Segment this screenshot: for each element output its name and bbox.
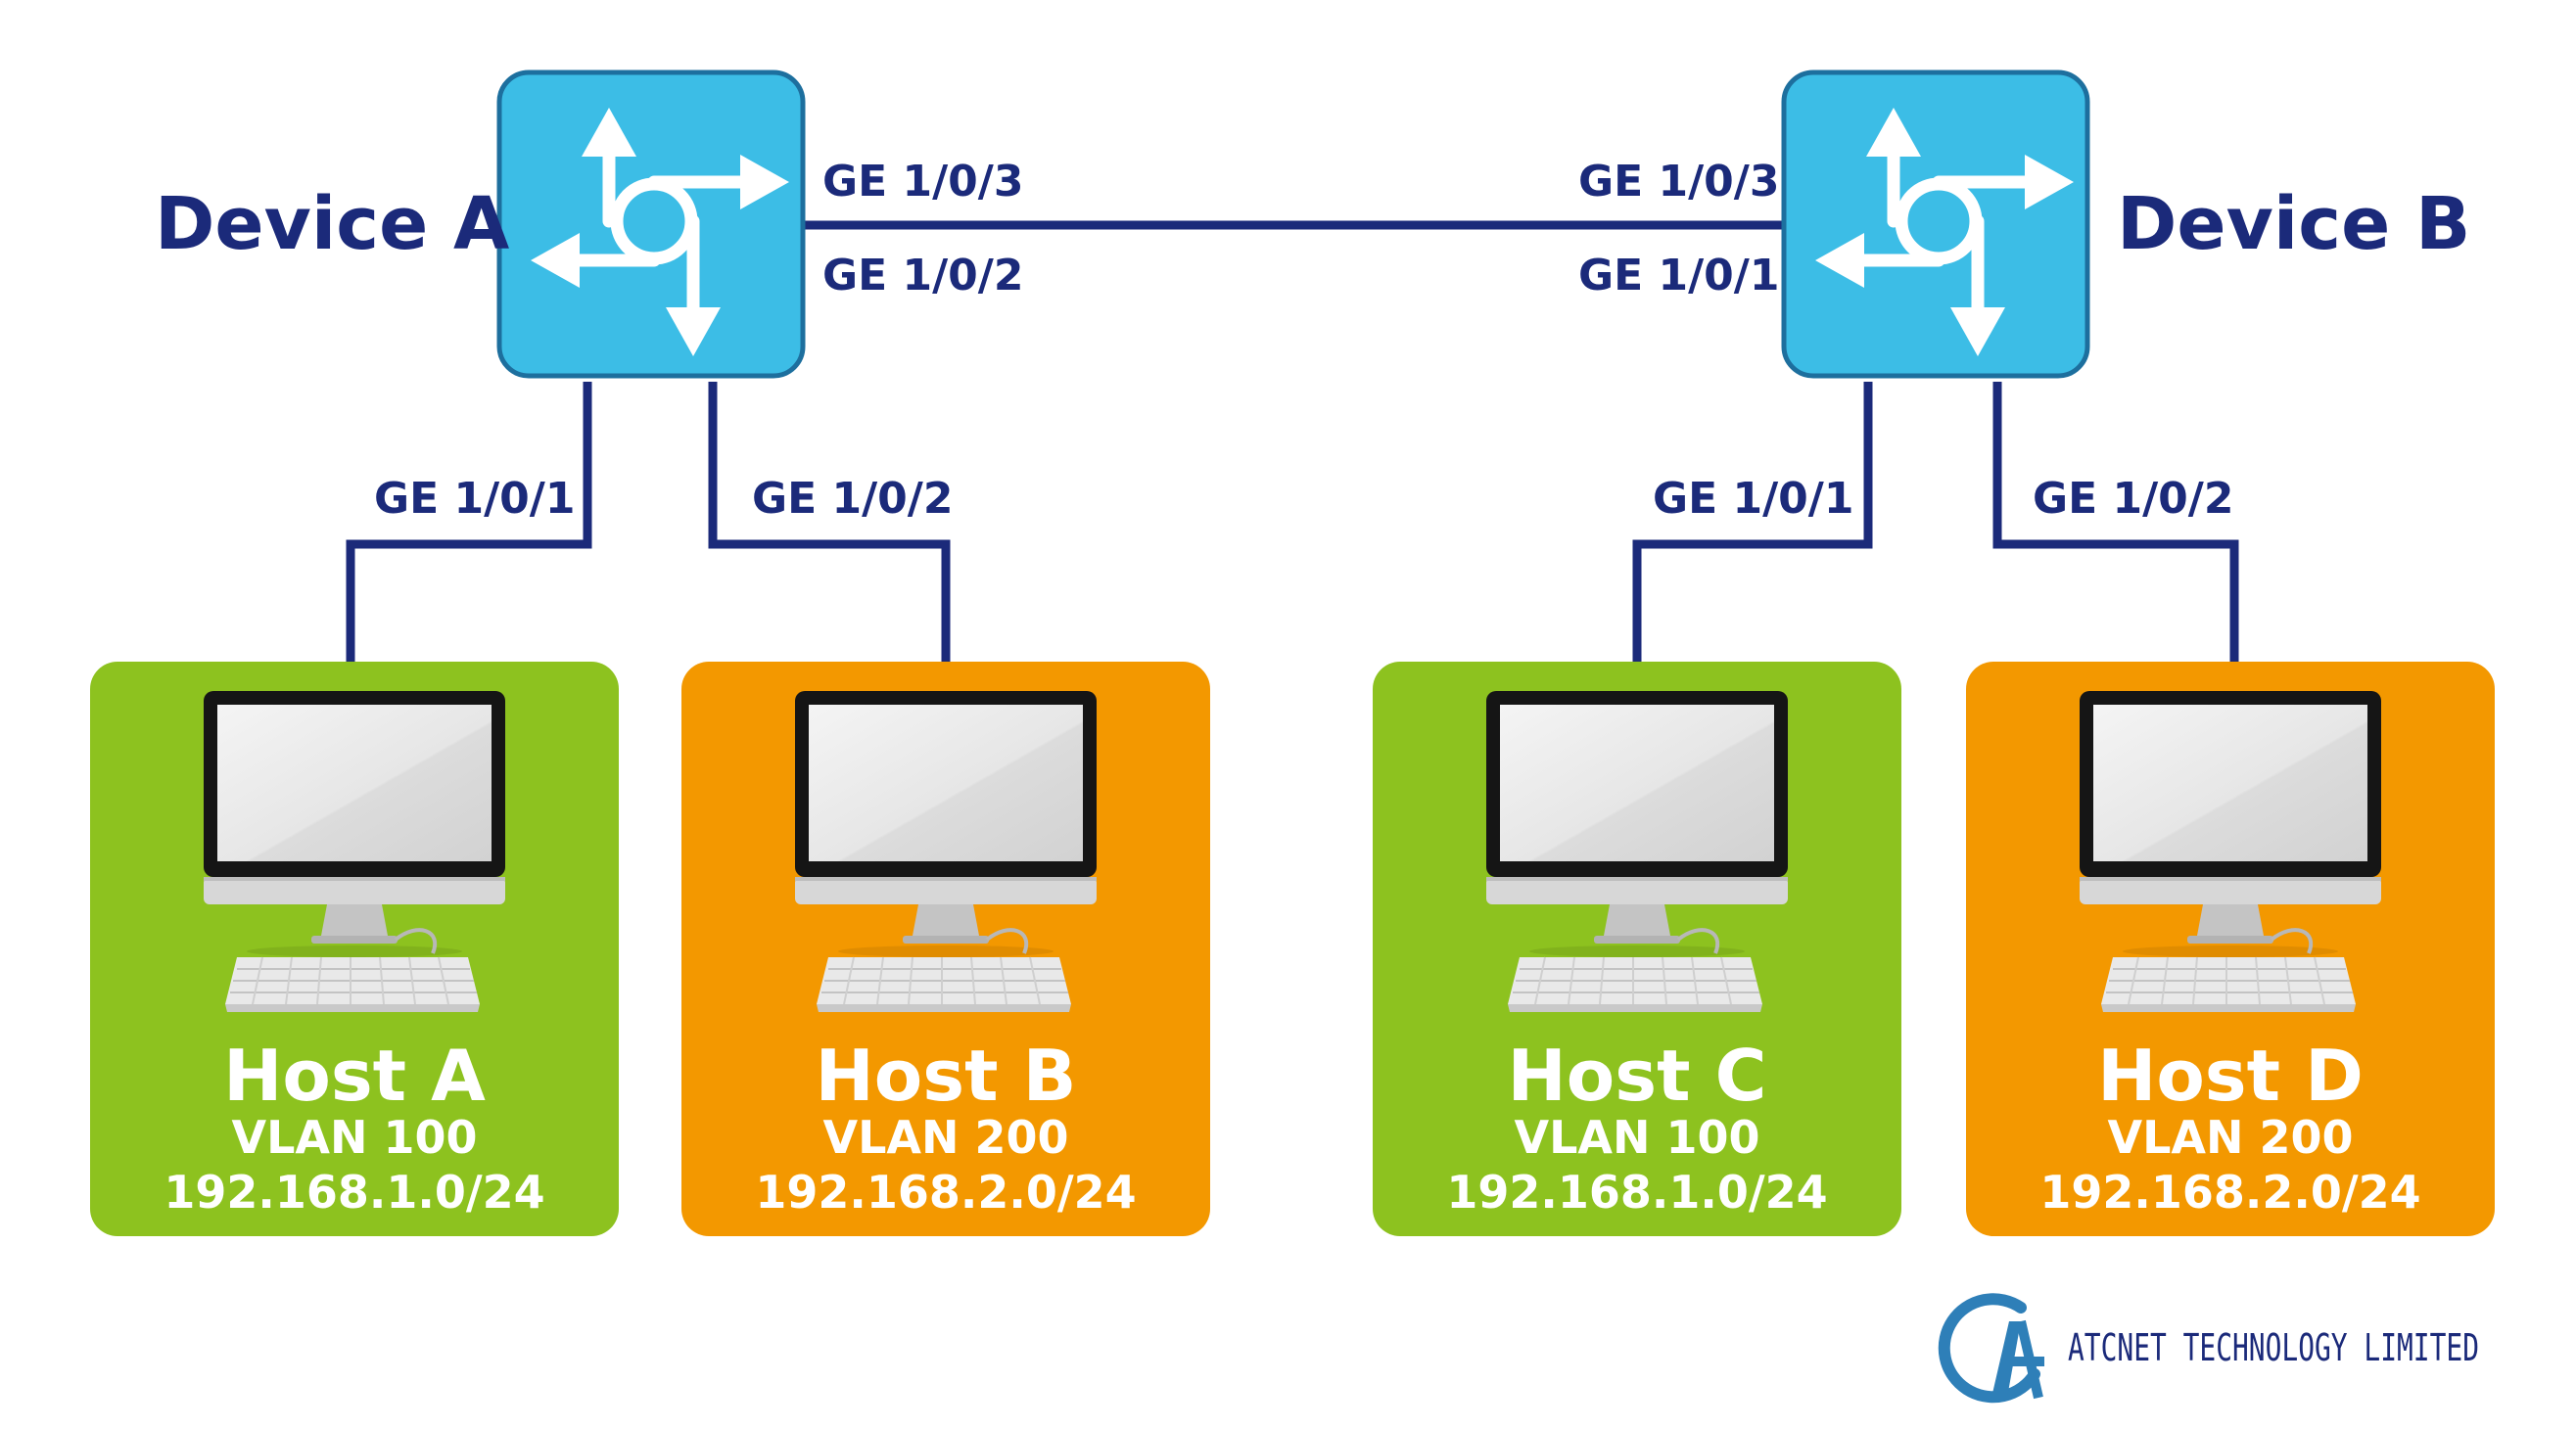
link-wires: [346, 220, 2239, 690]
link-device-a-host-a: [346, 382, 592, 690]
desktop-computer-icon: [2078, 689, 2383, 1014]
host-a-card[interactable]: Host A VLAN 100 192.168.1.0/24: [90, 662, 619, 1236]
host-b-card[interactable]: Host B VLAN 200 192.168.2.0/24: [681, 662, 1210, 1236]
device-a-port-ge-1-0-2-uplink: GE 1/0/2: [822, 251, 1023, 300]
host-b-subnet: 192.168.2.0/24: [755, 1166, 1136, 1219]
device-b-port-ge-1-0-3: GE 1/0/3: [1578, 157, 1779, 207]
device-a-port-ge-1-0-3: GE 1/0/3: [822, 157, 1023, 207]
desktop-computer-icon: [202, 689, 507, 1014]
port-labels: GE 1/0/3 GE 1/0/2 GE 1/0/3 GE 1/0/1 GE 1…: [374, 157, 2233, 524]
device-b-label: Device B: [2117, 182, 2470, 266]
device-a[interactable]: Device A: [155, 72, 803, 376]
host-a-subnet: 192.168.1.0/24: [164, 1166, 544, 1219]
host-d-name: Host D: [2097, 1035, 2364, 1117]
host-a-name: Host A: [223, 1035, 486, 1117]
link-device-a-host-b: [708, 382, 951, 690]
switch-router-icon: [499, 72, 803, 376]
device-a-label: Device A: [155, 182, 509, 266]
device-b[interactable]: Device B: [1784, 72, 2470, 376]
link-device-b-host-d: [1992, 382, 2239, 690]
switch-router-icon: [1784, 72, 2087, 376]
device-b-port-ge-1-0-1: GE 1/0/1: [1653, 474, 1853, 524]
device-a-port-ge-1-0-2: GE 1/0/2: [752, 474, 953, 524]
host-c-subnet: 192.168.1.0/24: [1446, 1166, 1827, 1219]
device-b-port-ge-1-0-1-uplink: GE 1/0/1: [1578, 251, 1779, 300]
host-b-name: Host B: [816, 1035, 1077, 1117]
host-d-card[interactable]: Host D VLAN 200 192.168.2.0/24: [1966, 662, 2495, 1236]
device-a-port-ge-1-0-1: GE 1/0/1: [374, 474, 575, 524]
host-a-vlan: VLAN 100: [231, 1111, 477, 1164]
host-d-subnet: 192.168.2.0/24: [2039, 1166, 2420, 1219]
brand-footer: ATCNET TECHNOLOGY LIMITED: [1938, 1293, 2479, 1404]
device-b-port-ge-1-0-2: GE 1/0/2: [2033, 474, 2233, 524]
desktop-computer-icon: [1484, 689, 1790, 1014]
brand-name: ATCNET TECHNOLOGY LIMITED: [2068, 1326, 2479, 1369]
atcnet-logo-icon: [1938, 1293, 2044, 1404]
host-c-vlan: VLAN 100: [1514, 1111, 1759, 1164]
host-d-vlan: VLAN 200: [2107, 1111, 2353, 1164]
host-b-vlan: VLAN 200: [822, 1111, 1068, 1164]
host-c-name: Host C: [1508, 1035, 1767, 1117]
host-c-card[interactable]: Host C VLAN 100 192.168.1.0/24: [1373, 662, 1901, 1236]
link-device-b-host-c: [1632, 382, 1873, 690]
desktop-computer-icon: [793, 689, 1099, 1014]
